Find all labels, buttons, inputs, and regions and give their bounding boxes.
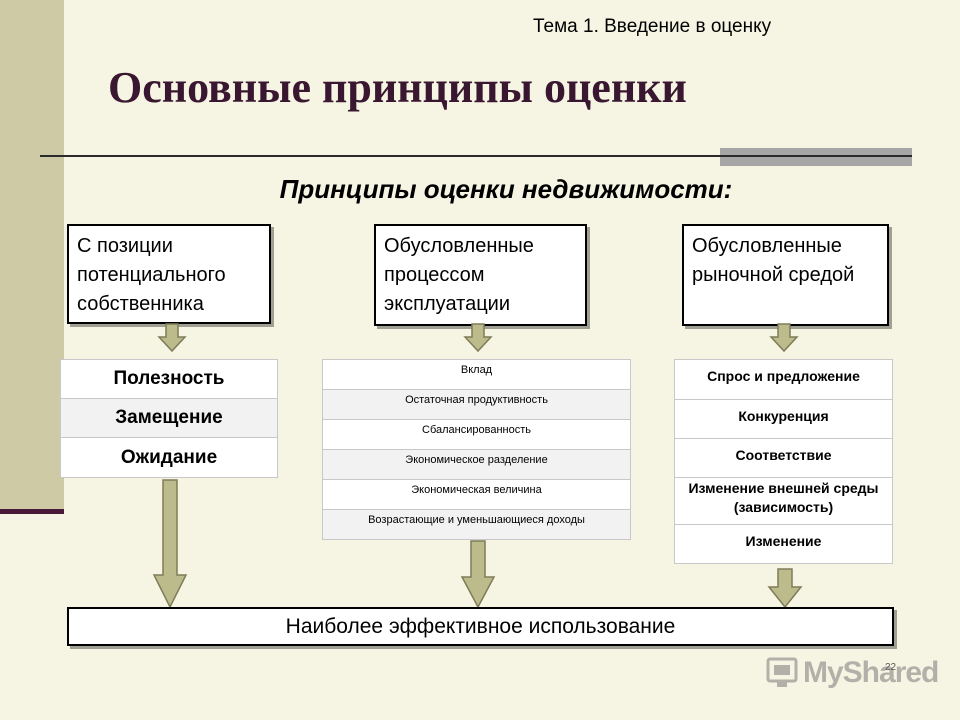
watermark: MyShared [765,656,939,690]
title-divider-accent [720,148,912,166]
watermark-logo-icon [766,657,798,687]
category-box-market: Обусловленные рыночной средой [682,224,889,326]
principle-row: Спрос и предложение [707,368,860,384]
principle-row: Сбалансированность [422,423,531,436]
principle-row: Ожидание [120,446,218,468]
principle-row: Замещение [61,399,277,438]
principle-row: Вклад [460,363,493,376]
side-decoration-rule [0,509,64,514]
principle-row: Экономическое разделение [405,453,548,466]
result-box: Наиболее эффективное использование [67,607,894,646]
principle-row: Экономическая величина [411,483,542,496]
principles-table-owner: Полезность Замещение Ожидание [60,359,278,478]
down-arrow-icon [769,323,799,353]
principle-row: Изменение [745,532,822,549]
principle-row: Конкуренция [738,407,829,424]
page-number: 22 [885,662,897,673]
category-box-operation: Обусловленные процессом эксплуатации [374,224,587,326]
side-decoration-band [0,0,64,512]
principle-row: Изменение внешней среды (зависимость) [688,480,879,515]
title-divider-line [40,155,912,157]
watermark-text: MyShared [803,656,939,689]
principles-table-market: Спрос и предложение Конкуренция Соответс… [674,359,893,564]
down-arrow-icon [157,323,187,353]
principle-row: Возрастающие и уменьшающиеся доходы [368,513,585,526]
principles-table-operation: Вклад Остаточная продуктивность Сбаланси… [322,359,631,540]
principle-row: Остаточная продуктивность [405,393,548,406]
down-arrow-icon [463,323,493,353]
down-arrow-long-icon [767,568,803,609]
category-box-owner: С позиции потенциального собственника [67,224,271,324]
down-arrow-long-icon [460,540,496,609]
slide-title: Основные принципы оценки [108,63,687,112]
down-arrow-long-icon [152,479,188,609]
diagram-subtitle: Принципы оценки недвижимости: [279,174,733,204]
topic-label: Тема 1. Введение в оценку [533,16,772,37]
principle-row: Соответствие [735,446,832,463]
principle-row: Полезность [61,360,277,399]
